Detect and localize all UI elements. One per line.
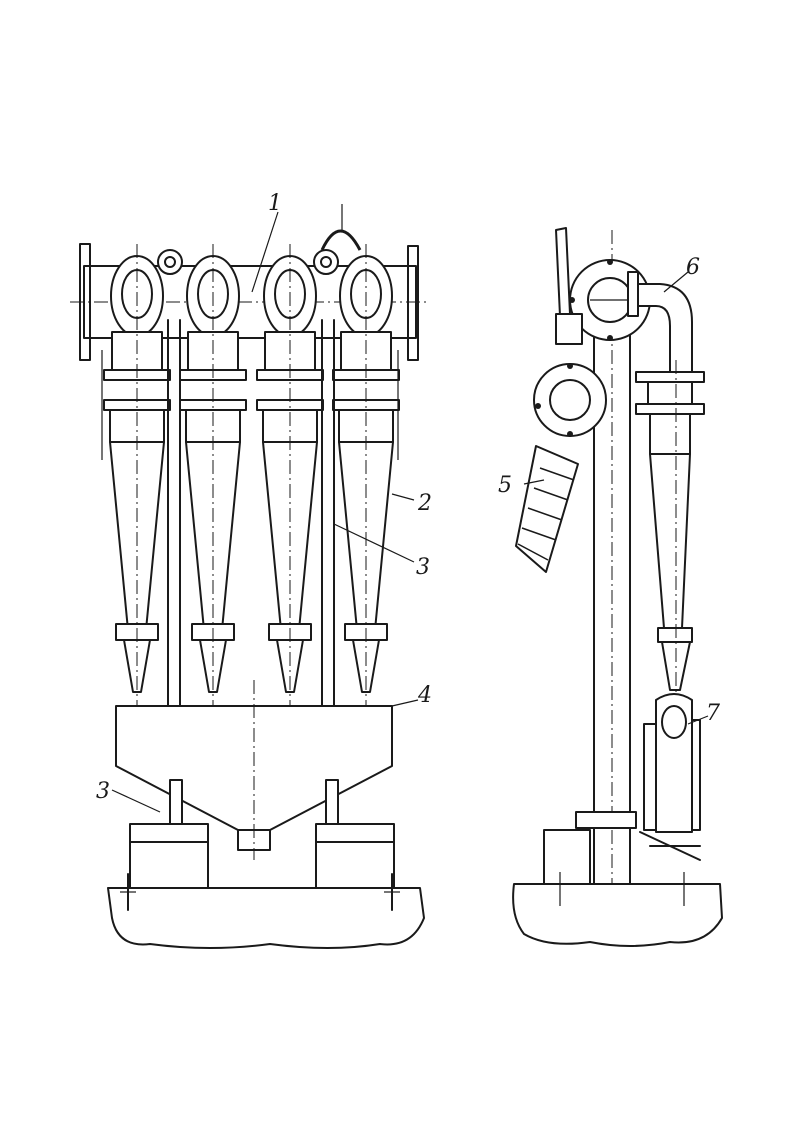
side-view-callouts: 5 6 7 <box>498 255 720 726</box>
cyclone-3 <box>256 244 324 740</box>
side-base <box>512 811 723 947</box>
cyclone-4 <box>332 244 400 740</box>
feed-hose <box>515 363 607 573</box>
callout-label-1: 1 <box>268 191 282 216</box>
underflow-valve <box>639 693 701 861</box>
callout-label-3-right: 3 <box>416 555 430 580</box>
cyclone-1 <box>103 244 171 740</box>
callout-label-4: 4 <box>417 683 432 708</box>
front-view-callouts: 1 2 3 4 3 <box>96 191 432 813</box>
front-view: 1 2 3 4 3 <box>70 191 432 949</box>
callout-label-2: 2 <box>417 491 432 516</box>
callout-label-5: 5 <box>498 473 512 498</box>
callout-label-6: 6 <box>686 255 700 280</box>
valve-handle <box>555 227 583 345</box>
callout-label-3-left: 3 <box>96 779 110 804</box>
callout-label-7: 7 <box>706 701 720 726</box>
side-cyclone <box>635 360 705 720</box>
front-base <box>107 779 425 949</box>
support-posts <box>101 319 399 706</box>
side-view: 5 6 7 <box>498 227 723 947</box>
main-column <box>593 230 631 900</box>
cyclone-2 <box>179 244 247 740</box>
manifold-nozzles <box>157 204 362 275</box>
